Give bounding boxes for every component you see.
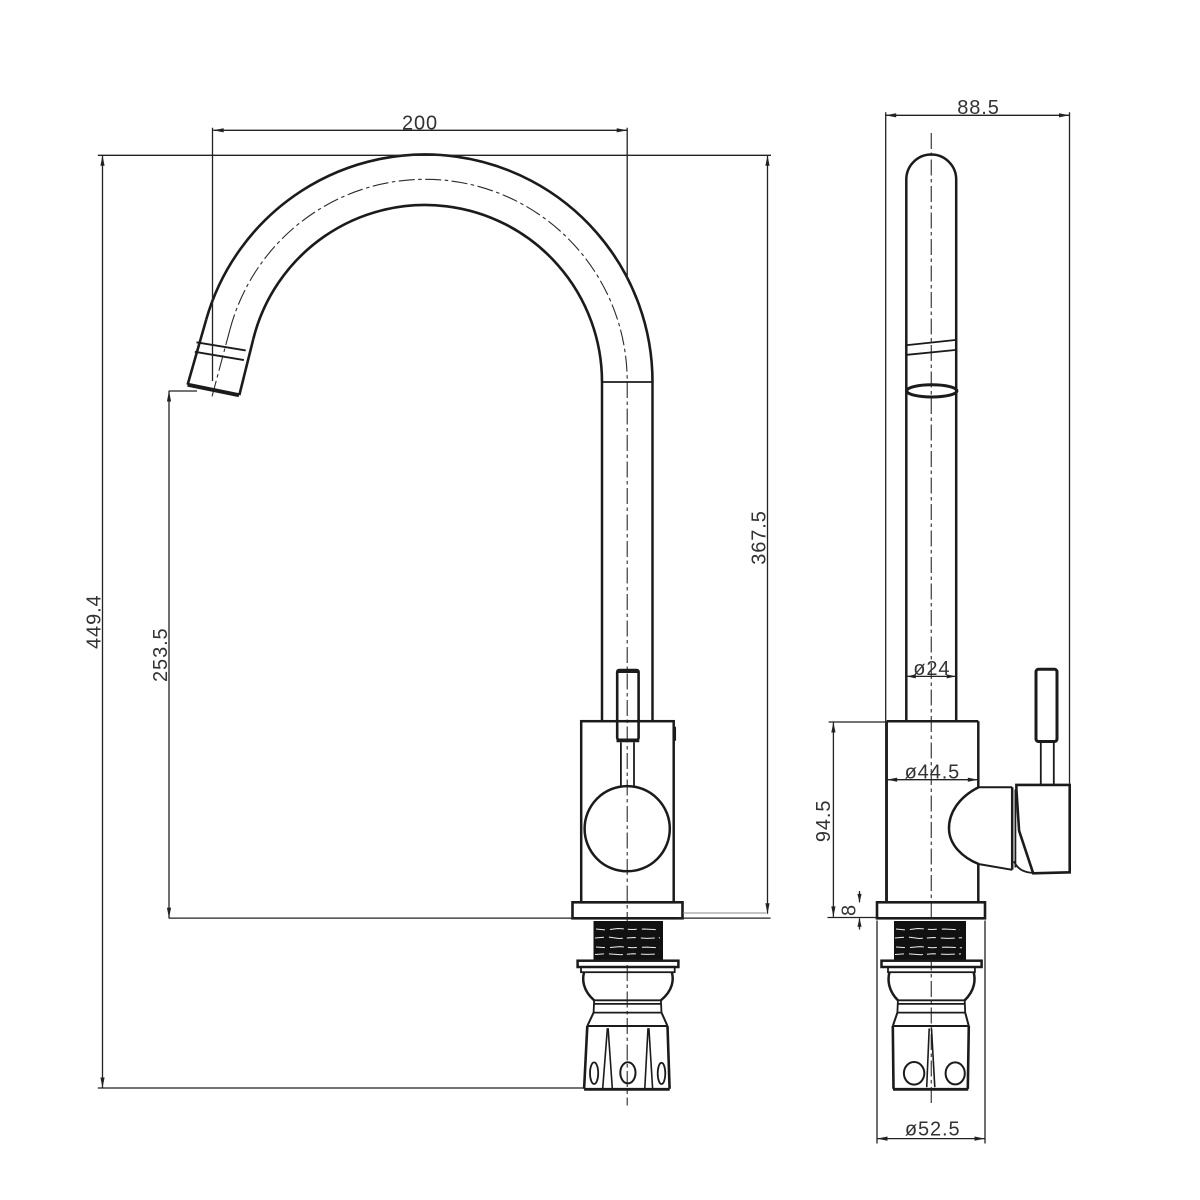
svg-text:ø24: ø24 [913,658,950,680]
svg-text:253.5: 253.5 [150,627,172,682]
svg-text:ø52.5: ø52.5 [905,1118,961,1140]
svg-text:449.4: 449.4 [84,594,106,649]
svg-text:200: 200 [402,112,438,134]
svg-text:8: 8 [839,904,861,916]
svg-text:367.5: 367.5 [749,510,771,565]
svg-text:88.5: 88.5 [957,97,1000,119]
svg-text:ø44.5: ø44.5 [905,761,961,783]
svg-text:94.5: 94.5 [813,800,835,843]
